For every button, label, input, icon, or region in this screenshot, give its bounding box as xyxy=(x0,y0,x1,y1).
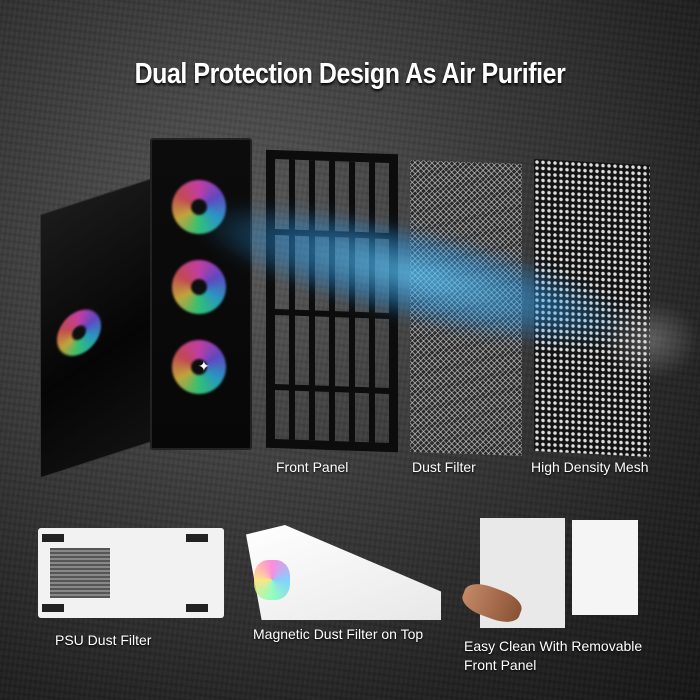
psu-filter-mesh xyxy=(50,548,110,598)
rgb-fan-icon xyxy=(254,560,290,600)
easy-clean-label-line2: Front Panel xyxy=(464,657,537,673)
panel-bar xyxy=(275,384,389,394)
easy-clean-label: Easy Clean With Removable Front Panel xyxy=(464,637,664,675)
case-foot xyxy=(186,534,208,542)
case-foot xyxy=(42,604,64,612)
tempered-glass-side xyxy=(40,178,152,479)
case-body xyxy=(572,520,638,615)
easy-clean-label-line1: Easy Clean With Removable xyxy=(464,638,643,654)
headline: Dual Protection Design As Air Purifier xyxy=(134,58,566,90)
rgb-fan-icon xyxy=(172,340,226,394)
rgb-fan-icon xyxy=(57,303,101,362)
psu-dust-filter-label: PSU Dust Filter xyxy=(55,632,152,648)
case-foot xyxy=(186,604,208,612)
magnetic-dust-filter-label: Magnetic Dust Filter on Top xyxy=(253,626,424,642)
removable-front-panel-image xyxy=(480,518,642,628)
dust-smoke-graphic xyxy=(600,300,700,380)
high-density-mesh-label: High Density Mesh xyxy=(531,459,649,475)
brand-logo-icon: ✦ xyxy=(198,358,210,374)
psu-dust-filter-image xyxy=(38,528,224,618)
front-panel-label: Front Panel xyxy=(276,459,349,475)
dust-filter-label: Dust Filter xyxy=(412,459,476,475)
case-foot xyxy=(42,534,64,542)
rgb-fan-icon xyxy=(172,260,226,314)
